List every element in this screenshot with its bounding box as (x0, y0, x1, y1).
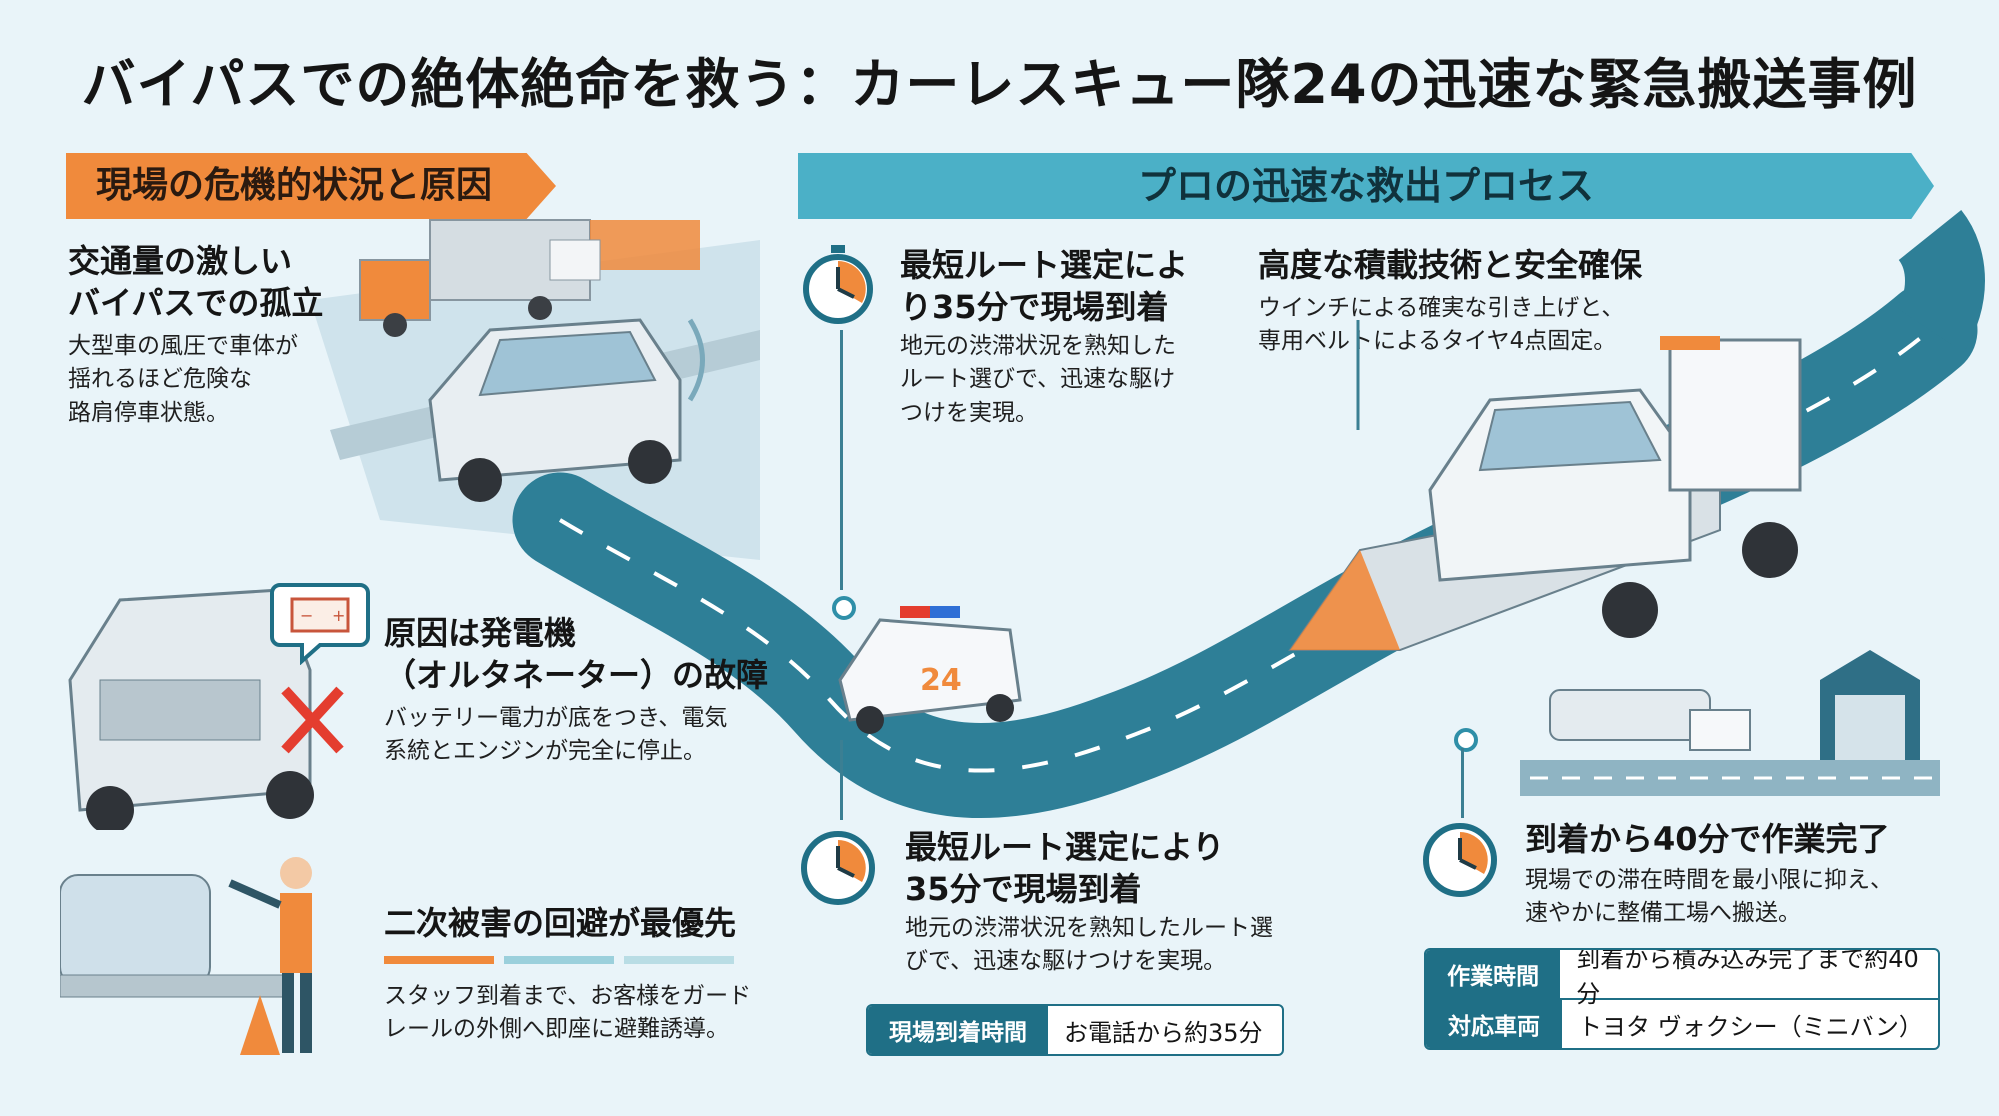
stopwatch-icon (803, 245, 873, 324)
situation-1-body: 大型車の風圧で車体が 揺れるほど危険な 路肩停車状態。 (68, 333, 298, 426)
step4-body: 現場での滞在時間を最小限に抑え、 速やかに整備工場へ搬送。 (1525, 867, 1893, 927)
stopwatch-icon-3 (1423, 823, 1497, 897)
timeline-connector-1 (840, 330, 843, 590)
vehicle-badge: 24 (920, 663, 962, 698)
stopwatch-icon-2 (801, 831, 875, 905)
timeline-dot-1 (832, 596, 856, 620)
broken-car-illustration (68, 588, 344, 830)
arrival-time-label: 現場到着時間 (868, 1006, 1048, 1054)
svg-text:−: − (300, 606, 313, 625)
step1-body: 地元の渋滞状況を熟知した ルート選びで、迅速な駆け つけを実現。 (900, 333, 1176, 426)
summary-row-vehicle: 対応車両 トヨタ ヴォクシー（ミニバン） (1426, 998, 1938, 1048)
step4-heading: 到着から40分で作業完了 (1525, 820, 1890, 858)
rescue-vehicle-illustration: 24 (838, 606, 1022, 734)
timeline-connector-3 (1461, 748, 1464, 818)
section-header-process: プロの迅速な救出プロセス (798, 153, 1934, 219)
tow-truck-illustration (1288, 320, 1802, 651)
section-header-situation: 現場の危機的状況と原因 (66, 153, 556, 219)
summary-value: トヨタ ヴォクシー（ミニバン） (1578, 1012, 1923, 1041)
battery-icon: − + (270, 583, 370, 665)
garage-illustration (1549, 650, 1920, 760)
step1-heading: 最短ルート選定によ り35分で現場到着 (900, 246, 1189, 327)
summary-table: 作業時間 到着から積み込み完了まで約40分 対応車両 トヨタ ヴォクシー（ミニバ… (1424, 948, 1940, 1050)
summary-label: 作業時間 (1426, 950, 1561, 998)
step2-body: ウインチによる確実な引き上げと、 専用ベルトによるタイヤ4点固定。 (1258, 295, 1625, 355)
divider-lines (384, 956, 734, 964)
step2-heading: 高度な積載技術と安全確保 (1258, 246, 1643, 284)
arrival-time-value: お電話から約35分 (1064, 1018, 1263, 1047)
arrival-time-tag: 現場到着時間 お電話から約35分 (866, 1004, 1284, 1056)
situation-2-heading: 原因は発電機 （オルタネーター）の故障 (384, 614, 769, 695)
step3-heading: 最短ルート選定により 35分で現場到着 (905, 828, 1225, 909)
summary-row-work-time: 作業時間 到着から積み込み完了まで約40分 (1426, 948, 1938, 1008)
timeline-dot-2 (1454, 728, 1478, 752)
summary-label: 対応車両 (1426, 1000, 1562, 1048)
step3-body: 地元の渋滞状況を熟知したルート選 びで、迅速な駆けつけを実現。 (905, 915, 1273, 975)
timeline-connector-2 (840, 740, 843, 820)
summary-value: 到着から積み込み完了まで約40分 (1576, 948, 1919, 1008)
situation-3-heading: 二次被害の回避が最優先 (384, 904, 737, 942)
worker-illustration (60, 857, 312, 1055)
svg-text:+: + (332, 606, 345, 625)
situation-1-heading: 交通量の激しい バイパスでの孤立 (68, 242, 324, 323)
situation-3-body: スタッフ到着まで、お客様をガード レールの外側へ即座に避難誘導。 (384, 983, 752, 1043)
highway-van-illustration (359, 219, 705, 502)
page-title: バイパスでの絶体絶命を救う：カーレスキュー隊24の迅速な緊急搬送事例 (81, 53, 1918, 116)
situation-2-body: バッテリー電力が底をつき、電気 系統とエンジンが完全に停止。 (384, 705, 728, 765)
